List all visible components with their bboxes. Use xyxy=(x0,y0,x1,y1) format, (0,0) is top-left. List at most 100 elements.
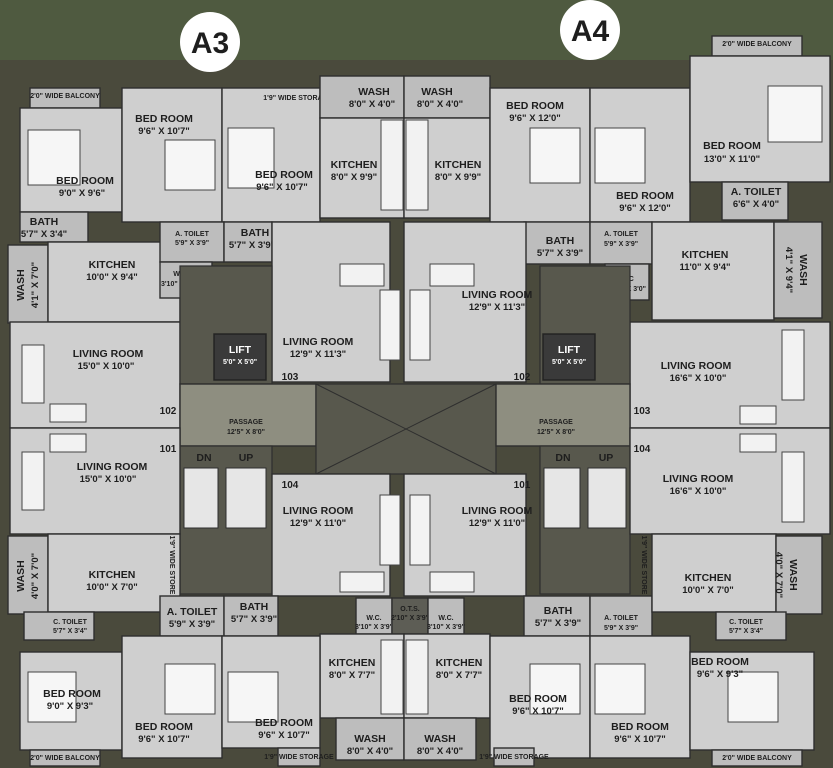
svg-text:1'9" WIDE STORAGE: 1'9" WIDE STORAGE xyxy=(264,754,334,761)
svg-text:4'0" X 7'0": 4'0" X 7'0" xyxy=(773,552,784,598)
svg-text:15'0" X 10'0": 15'0" X 10'0" xyxy=(78,361,135,372)
svg-text:LIFT: LIFT xyxy=(558,344,581,356)
svg-text:KITCHEN: KITCHEN xyxy=(435,159,482,171)
wash-bottom-left xyxy=(335,717,405,761)
svg-text:BED ROOM: BED ROOM xyxy=(135,113,193,125)
svg-text:KITCHEN: KITCHEN xyxy=(682,249,729,261)
svg-text:A. TOILET: A. TOILET xyxy=(604,231,638,238)
svg-text:KITCHEN: KITCHEN xyxy=(329,657,376,669)
svg-text:WASH: WASH xyxy=(787,559,799,591)
svg-text:5'0" X 5'0": 5'0" X 5'0" xyxy=(552,359,586,366)
svg-text:W.C.: W.C. xyxy=(438,615,453,622)
svg-text:BED ROOM: BED ROOM xyxy=(691,656,749,668)
svg-text:BATH: BATH xyxy=(240,601,268,613)
svg-text:PASSAGE: PASSAGE xyxy=(539,419,573,426)
svg-text:BED ROOM: BED ROOM xyxy=(506,100,564,112)
svg-text:A3: A3 xyxy=(191,27,229,60)
svg-text:9'6" X 12'0": 9'6" X 12'0" xyxy=(509,113,561,124)
svg-text:8'0" X 7'7": 8'0" X 7'7" xyxy=(329,670,375,681)
svg-text:BED ROOM: BED ROOM xyxy=(611,721,669,733)
stair-flight-down xyxy=(543,467,581,529)
kitchen-counter xyxy=(380,119,404,211)
svg-text:KITCHEN: KITCHEN xyxy=(89,569,136,581)
svg-text:KITCHEN: KITCHEN xyxy=(331,159,378,171)
svg-text:16'6" X 10'0": 16'6" X 10'0" xyxy=(670,373,727,384)
svg-text:9'6" X 10'7": 9'6" X 10'7" xyxy=(614,734,666,745)
sofa-icon xyxy=(739,433,777,453)
svg-text:A. TOILET: A. TOILET xyxy=(167,606,218,618)
svg-text:A. TOILET: A. TOILET xyxy=(731,186,782,198)
kitchen-counter xyxy=(405,639,429,715)
lift-left xyxy=(213,333,267,381)
svg-text:3'10" X 3'9": 3'10" X 3'9" xyxy=(355,624,393,631)
living-103-left xyxy=(271,221,391,383)
svg-text:5'9" X 3'9": 5'9" X 3'9" xyxy=(175,240,209,247)
storage-bottom-left xyxy=(277,747,321,767)
svg-text:UP: UP xyxy=(239,452,254,464)
svg-text:9'6" X 10'7": 9'6" X 10'7" xyxy=(138,734,190,745)
svg-text:9'0" X 9'6": 9'0" X 9'6" xyxy=(59,188,105,199)
svg-text:LIVING ROOM: LIVING ROOM xyxy=(283,336,354,348)
svg-text:BED ROOM: BED ROOM xyxy=(616,190,674,202)
svg-text:WASH: WASH xyxy=(15,560,27,592)
svg-text:102: 102 xyxy=(514,372,531,383)
sofa-icon xyxy=(21,344,45,404)
svg-text:5'0" X 5'0": 5'0" X 5'0" xyxy=(223,359,257,366)
bed-icon xyxy=(164,663,216,715)
sofa-icon xyxy=(21,451,45,511)
svg-text:BED ROOM: BED ROOM xyxy=(43,688,101,700)
kitchen-left-bottom xyxy=(47,533,181,613)
svg-text:WASH: WASH xyxy=(358,86,390,98)
svg-text:5'7" X 3'4": 5'7" X 3'4" xyxy=(53,628,87,635)
ctoilet-right xyxy=(715,611,787,641)
svg-text:5'7" X 3'9": 5'7" X 3'9" xyxy=(535,618,581,629)
svg-text:15'0" X 10'0": 15'0" X 10'0" xyxy=(80,474,137,485)
svg-text:12'5" X 8'0": 12'5" X 8'0" xyxy=(537,429,575,436)
svg-text:8'0" X 4'0": 8'0" X 4'0" xyxy=(417,746,463,757)
svg-text:C. TOILET: C. TOILET xyxy=(729,619,763,626)
svg-text:5'9" X 3'9": 5'9" X 3'9" xyxy=(169,619,215,630)
void-cross xyxy=(315,383,497,475)
svg-text:12'9" X 11'0": 12'9" X 11'0" xyxy=(469,518,525,529)
svg-text:10'0" X 7'0": 10'0" X 7'0" xyxy=(682,585,734,596)
svg-text:BATH: BATH xyxy=(30,216,58,228)
wash-right-bottom xyxy=(775,535,823,615)
bed-icon xyxy=(164,139,216,191)
sofa-icon xyxy=(339,263,385,287)
svg-text:DN: DN xyxy=(196,452,211,464)
svg-text:8'0" X 9'9": 8'0" X 9'9" xyxy=(331,172,377,183)
svg-text:10'0" X 7'0": 10'0" X 7'0" xyxy=(86,582,138,593)
svg-text:W.C.: W.C. xyxy=(366,615,381,622)
bath-a4-bottom xyxy=(523,595,591,637)
svg-text:WASH: WASH xyxy=(354,733,386,745)
svg-text:13'0" X 11'0": 13'0" X 11'0" xyxy=(704,154,760,165)
svg-text:LIVING ROOM: LIVING ROOM xyxy=(77,461,148,473)
stair-flight-up xyxy=(587,467,627,529)
svg-text:4'1" X 7'0": 4'1" X 7'0" xyxy=(30,262,41,308)
wash-left-bottom xyxy=(7,535,49,615)
svg-text:5'7" X 3'9": 5'7" X 3'9" xyxy=(229,240,275,251)
svg-text:101: 101 xyxy=(160,444,177,455)
svg-text:12'9" X 11'0": 12'9" X 11'0" xyxy=(290,518,346,529)
svg-text:9'6" X 10'7": 9'6" X 10'7" xyxy=(256,182,308,193)
svg-text:BED ROOM: BED ROOM xyxy=(703,140,761,152)
svg-text:8'0" X 4'0": 8'0" X 4'0" xyxy=(347,746,393,757)
wash-bottom-right xyxy=(403,717,477,761)
atoilet-a4-bottom xyxy=(589,595,653,637)
svg-text:1'9" WIDE STORAGE: 1'9" WIDE STORAGE xyxy=(263,95,333,102)
wing-a4-badge: A4 xyxy=(560,0,620,60)
svg-text:103: 103 xyxy=(282,372,299,383)
bed-icon xyxy=(594,663,646,715)
svg-text:BED ROOM: BED ROOM xyxy=(255,169,313,181)
svg-text:BATH: BATH xyxy=(241,227,269,239)
bed-icon xyxy=(594,127,646,184)
svg-text:LIVING ROOM: LIVING ROOM xyxy=(663,473,734,485)
svg-text:LIVING ROOM: LIVING ROOM xyxy=(73,348,144,360)
svg-text:6'6" X 4'0": 6'6" X 4'0" xyxy=(733,199,779,210)
storage-bottom-right xyxy=(493,747,535,767)
svg-text:10'0" X 9'4": 10'0" X 9'4" xyxy=(86,272,138,283)
svg-text:102: 102 xyxy=(160,406,177,417)
wash-right-top xyxy=(773,221,823,319)
svg-text:16'6" X 10'0": 16'6" X 10'0" xyxy=(670,486,727,497)
